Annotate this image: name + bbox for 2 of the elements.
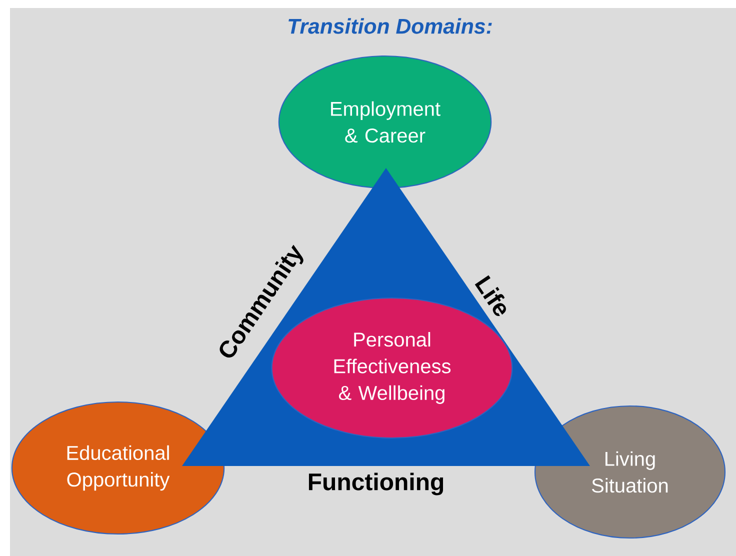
- title: Transition Domains:: [288, 18, 492, 34]
- side-label: Functioning: [308, 472, 444, 496]
